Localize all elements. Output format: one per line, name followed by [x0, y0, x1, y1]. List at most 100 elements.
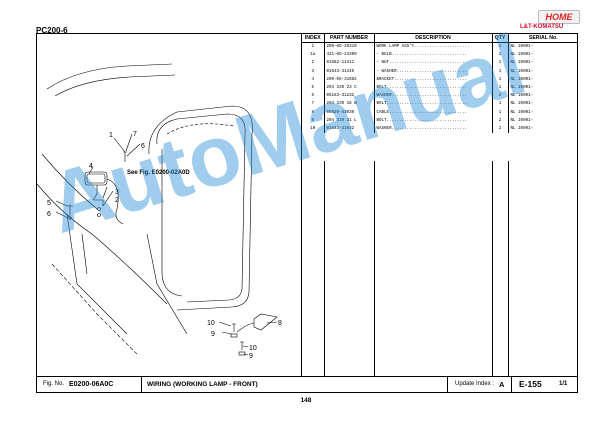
row-part-number: 08029-43030	[324, 108, 375, 117]
callout-7: 7	[133, 131, 137, 138]
callout-4: 4	[89, 163, 93, 170]
row-part-number: 01643-31445	[324, 67, 375, 76]
callout-3: 3	[115, 189, 119, 196]
row-serial: NL 10001-	[510, 53, 534, 58]
row-part-number: 204 339 31 L	[324, 116, 375, 125]
table-column-rules	[302, 161, 578, 377]
row-description: - NUT...............................	[374, 59, 493, 68]
page-of: 1/1	[559, 381, 568, 387]
row-qty: 1	[492, 42, 509, 52]
callout-10b: 10	[249, 345, 257, 352]
row-serial: NL 10001-	[510, 61, 534, 66]
row-serial: NL 10001-	[510, 77, 534, 82]
callout-8: 8	[278, 320, 282, 327]
row-serial: NL 10001-	[510, 118, 534, 123]
row-index: 1a	[302, 51, 325, 60]
row-index: 5	[302, 83, 325, 93]
table-row: 2 01582-11411 - NUT.....................…	[302, 59, 578, 68]
page-number: 148	[300, 397, 312, 404]
page-code: E-155	[519, 379, 542, 389]
update-index-label: Update Index :	[455, 381, 495, 387]
row-part-number: 01582-11411	[324, 59, 375, 68]
callout-6b: 6	[47, 211, 51, 218]
callout-9b: 9	[249, 353, 253, 360]
table-row: 3 01643-31445 - WASHER..................…	[302, 67, 578, 76]
row-qty: 1	[492, 108, 509, 117]
table-row: 6 06163-31232 WASHER....................…	[302, 92, 578, 101]
col-part-number: PART NUMBER	[324, 33, 375, 43]
row-part-number: 421-06-23300	[324, 51, 375, 60]
table-row: 7 204 339 18 W BOLT.....................…	[302, 100, 578, 109]
brand-logo: L&T-KOMATSU	[520, 24, 564, 30]
fig-label: Fig. No.	[43, 381, 65, 387]
row-part-number: 209-06-25310	[324, 42, 375, 52]
row-qty: 1	[492, 75, 509, 84]
table-row: 9 204 339 31 L BOLT.....................…	[302, 116, 578, 125]
callout-2: 2	[115, 197, 119, 204]
row-serial: NL 10001-	[510, 102, 534, 107]
row-description: WASHER..............................	[374, 92, 493, 101]
figure-title: WIRING (WORKING LAMP - FRONT)	[147, 381, 258, 388]
row-qty: 1	[492, 51, 509, 60]
row-index: 9	[302, 116, 325, 125]
row-description: CABLE...............................	[374, 108, 493, 117]
home-button[interactable]: HOME	[538, 10, 580, 24]
fig-number: E0200-06A0C	[69, 381, 114, 388]
row-index: 10	[302, 124, 325, 134]
callout-6: 6	[141, 143, 145, 150]
row-qty: 1	[492, 100, 509, 109]
see-fig-reference: See Fig. E0200-02A0D	[127, 170, 190, 176]
table-row: 1a 421-06-23300 - BULB..................…	[302, 51, 578, 60]
model-code: PC200-6	[36, 26, 68, 35]
row-description: - BULB..............................	[374, 51, 493, 60]
table-row: 4 209-06-31682 BRACKET..................…	[302, 75, 578, 84]
col-qty: QTY	[492, 33, 509, 43]
row-part-number: 209-06-31682	[324, 75, 375, 84]
row-index: 2	[302, 59, 325, 68]
row-description: BOLT................................	[374, 83, 493, 93]
row-description: WORK LAMP ASS'Y......................	[374, 42, 493, 52]
update-index-value: A	[499, 380, 505, 389]
row-qty: 2	[492, 124, 509, 134]
row-part-number: 06163-31232	[324, 92, 375, 101]
callout-5: 5	[47, 200, 51, 207]
row-part-number: 01643-31032	[324, 124, 375, 134]
row-serial: NL 10001-	[510, 69, 534, 74]
row-serial: NL 10001-	[510, 126, 534, 131]
table-row: 8 08029-43030 CABLE.....................…	[302, 108, 578, 117]
row-part-number: 204 339 18 W	[324, 100, 375, 109]
row-qty: 1	[492, 59, 509, 68]
row-part-number: 204 339 23 C	[324, 83, 375, 93]
row-serial: NL 10001-	[510, 110, 534, 115]
row-serial: NL 10001-	[510, 86, 534, 91]
row-index: 4	[302, 75, 325, 84]
col-description: DESCRIPTION	[374, 33, 493, 43]
row-description: WASHER..............................	[374, 124, 493, 134]
row-description: BOLT................................	[374, 100, 493, 109]
row-qty: 1	[492, 83, 509, 93]
callout-9: 9	[211, 331, 215, 338]
callout-10: 10	[207, 320, 215, 327]
row-description: - WASHER............................	[374, 67, 493, 76]
title-block: Fig. No. E0200-06A0C WIRING (WORKING LAM…	[36, 377, 578, 393]
col-index: INDEX	[302, 33, 325, 43]
row-qty: 2	[492, 92, 509, 101]
row-index: 3	[302, 67, 325, 76]
row-serial: NL 10001-	[510, 94, 534, 99]
row-index: 8	[302, 108, 325, 117]
row-index: 7	[302, 100, 325, 109]
table-row: 5 204 339 23 C BOLT.....................…	[302, 83, 578, 93]
row-description: BOLT................................	[374, 116, 493, 125]
row-index: 1	[302, 42, 325, 52]
parts-table-header: INDEX PART NUMBER DESCRIPTION QTY SERIAL…	[302, 33, 578, 43]
row-description: BRACKET.............................	[374, 75, 493, 84]
panel-divider	[301, 33, 302, 377]
callout-1: 1	[109, 132, 113, 139]
row-index: 6	[302, 92, 325, 101]
table-row: 1 209-06-25310 WORK LAMP ASS'Y..........…	[302, 42, 578, 52]
row-qty: 2	[492, 116, 509, 125]
table-row: 10 01643-31032 WASHER...................…	[302, 124, 578, 134]
row-serial: NL 10001-	[510, 45, 534, 50]
parts-drawing: 1 7 6 4 3 2 5 6 10 9 8 10 9 See Fig. E02…	[37, 63, 282, 360]
parts-table: INDEX PART NUMBER DESCRIPTION QTY SERIAL…	[302, 33, 578, 134]
